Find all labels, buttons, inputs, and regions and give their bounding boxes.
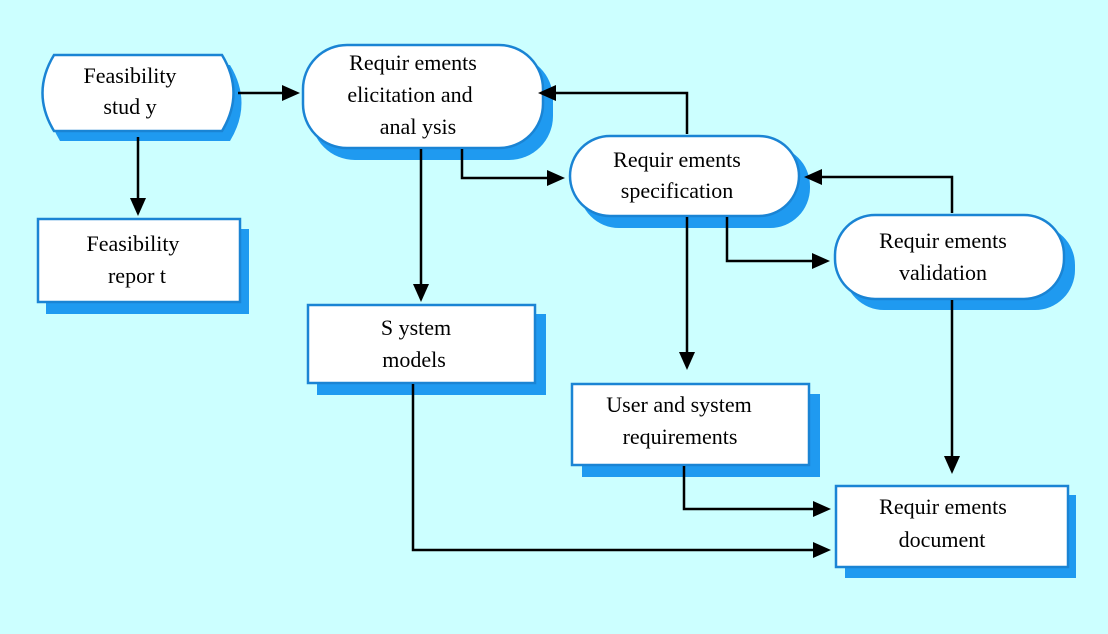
node-label: Feasibility	[84, 63, 177, 88]
edge-line	[818, 175, 954, 213]
node-label: Requir ements	[879, 494, 1007, 519]
node-shape	[41, 53, 235, 133]
node-label: document	[899, 527, 986, 552]
arrow-head-icon	[130, 198, 146, 216]
arrow-head-icon	[813, 501, 831, 517]
node-label: specification	[621, 178, 733, 203]
arrow-head-icon	[413, 284, 429, 302]
edge-specification-to-elicitation	[538, 85, 689, 134]
node-feasibility-report: Feasibility repor t	[36, 217, 249, 314]
edge-line	[411, 384, 817, 552]
node-label: Requir ements	[613, 147, 741, 172]
arrow-head-icon	[547, 170, 565, 186]
node-shape	[301, 43, 545, 150]
arrow-head-icon	[679, 352, 695, 370]
edge-line	[682, 466, 817, 511]
edge-study-to-elicitation	[238, 85, 300, 101]
node-label: elicitation and	[347, 82, 472, 107]
edge-specification-to-validation	[725, 217, 830, 269]
arrow-head-icon	[944, 456, 960, 474]
node-label: S ystem	[381, 315, 451, 340]
edge-user-requirements-to-document	[682, 466, 831, 517]
node-shape	[834, 484, 1070, 569]
node-shape	[568, 134, 801, 218]
arrow-head-icon	[812, 253, 830, 269]
arrow-head-icon	[282, 85, 300, 101]
edge-models-to-document	[411, 384, 831, 558]
node-system-models: S ystem models	[306, 303, 546, 395]
arrow-head-icon	[804, 169, 822, 185]
node-requirements-document: Requir ements document	[834, 484, 1076, 578]
node-label: Requir ements	[349, 50, 477, 75]
node-label: stud y	[103, 94, 156, 119]
edge-elicitation-to-models	[413, 149, 429, 302]
node-label: requirements	[623, 424, 738, 449]
node-requirements-specification: Requir ements specification	[568, 134, 810, 228]
node-label: anal ysis	[380, 114, 456, 139]
node-shape	[36, 217, 242, 304]
node-label: Feasibility	[87, 231, 180, 256]
node-feasibility-study: Feasibility stud y	[41, 53, 242, 141]
edge-validation-to-specification	[804, 169, 954, 213]
edge-specification-to-user-requirements	[679, 217, 695, 370]
node-label: repor t	[108, 263, 166, 288]
node-shape	[306, 303, 537, 385]
node-shape	[570, 382, 811, 467]
edge-study-to-report	[130, 137, 146, 216]
node-user-system-requirements: User and system requirements	[570, 382, 820, 477]
node-label: Requir ements	[879, 228, 1007, 253]
arrow-head-icon	[538, 85, 556, 101]
node-requirements-elicitation: Requir ements elicitation and anal ysis	[301, 43, 553, 160]
node-label: User and system	[606, 392, 751, 417]
edge-elicitation-to-specification	[460, 149, 565, 186]
edge-line	[460, 149, 551, 180]
edge-validation-to-document	[944, 300, 960, 474]
node-label: validation	[899, 260, 987, 285]
edge-line	[725, 217, 816, 263]
node-requirements-validation: Requir ements validation	[833, 213, 1075, 310]
edge-line	[552, 91, 689, 134]
node-label: models	[382, 347, 446, 372]
node-shape	[833, 213, 1066, 301]
arrow-head-icon	[813, 542, 831, 558]
